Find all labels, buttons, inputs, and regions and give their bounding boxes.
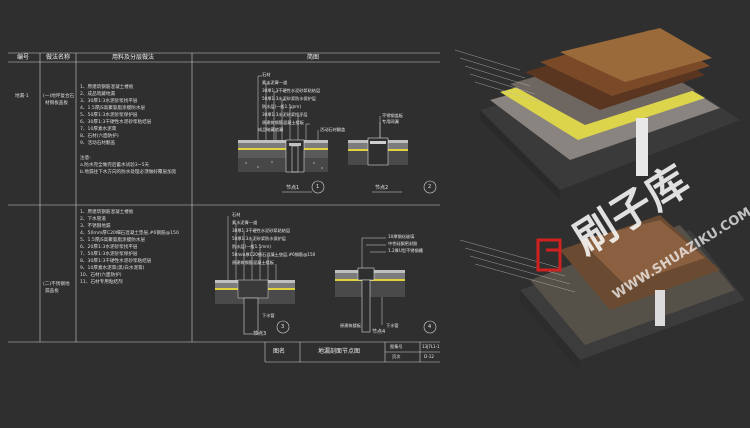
diagram-label: 50厚1:3水泥砂浆防水保护层 [232,236,286,241]
diagram-label: 防水层(一般1.5mm) [262,104,302,109]
note-item: b.地漏往下水方向的防水处理必须做好覆层加宽 [80,170,177,175]
layer-item: 1、原建筑钢筋混凝土楼板 [80,210,134,215]
diagram-label: 防水层(一般1.5mm) [232,244,272,249]
diagram-label: 50厚1:3水泥砂浆防水保护层 [262,96,316,101]
layer-item: 7、50厚1:3水泥砂浆保护层 [80,252,138,257]
row1-code: 地漏-1 [15,94,29,99]
layer-item: 9、10厚素水泥膏(黑/白水泥膏) [80,266,145,271]
layer-item: 5、1.5厚JS高聚氨脂涂膜防水层 [80,238,146,243]
diagram-label: 中性硅酮密封胶 [388,241,418,246]
node3-number: 3 [281,324,285,330]
row1-name-line1: (一)地坪复合石 [43,94,75,99]
header-code: 编号 [17,54,30,61]
diagram-label: 30厚1:3干硬性水泥砂浆粘结层 [232,228,291,233]
diagram-label: 原建筑钢筋混凝土楼板 [232,260,274,265]
node3-caption: 节点3 [253,331,267,337]
node2-number: 2 [428,184,432,190]
diagram1-net-label: 专用网漏 [382,119,399,124]
row1-name-line2: 材钢板盖板 [45,101,68,106]
diagram2-drain-label: 下水管 [386,323,399,328]
layer-item: 3、不锈钢地漏 [80,224,111,229]
layer-item: 2、成品暗藏地漏 [80,92,116,97]
diagram-label: 30厚1:3水泥砂浆找平层 [262,112,308,117]
layer-item: 4、50mm厚C20细石混凝土垫层,#6钢筋@150 [80,231,179,236]
layer-item: 4、1.5厚JS高聚氨脂涂膜防水层 [80,106,146,111]
layer-item: 10、石材(六面防护) [80,273,122,278]
node1-number: 1 [316,184,320,190]
diagram-label: 30厚1:3干硬性水泥砂浆粘结层 [262,88,321,93]
diagram-label: 原建筑钢筋混凝土楼板 [262,120,304,125]
diagram-label: 素水泥膏一道 [262,80,288,85]
header-name: 做法名称 [46,54,71,61]
diagram1-drain-label: 成品暗藏地漏 [258,127,284,132]
titleblock-name-label: 图名 [273,348,286,355]
header-sketch: 简图 [307,54,320,61]
row2-name-line2: 漏盖板 [45,289,59,294]
diagram-label: 石材 [262,72,271,77]
layer-item: 6、30厚1:3干硬性水泥砂浆粘结层 [80,120,152,125]
header-layers: 用料及分层做法 [112,54,155,61]
note-item: 注意: [80,156,91,161]
layer-item: 1、原建筑钢筋混凝土楼板 [80,85,134,90]
titleblock-page-value: D-12 [424,354,435,359]
layer-item: 3、30厚1:3水泥砂浆找平层 [80,99,138,104]
diagram2-pipe-label: 下水管 [262,313,275,318]
layer-item: 11、石材专用粘结剂 [80,280,123,285]
note-item: a.防水完全做完后蓄水试验3~5天 [80,163,150,168]
diagram-label: 50mm厚C20细石混凝土垫层,#6钢筋@150 [232,252,316,257]
layer-item: 9、活动石材翻盖 [80,141,116,146]
node1-caption: 节点1 [286,185,300,191]
node4-number: 4 [428,324,432,330]
diagram-label: 素水泥膏一道 [232,220,258,225]
layer-item: 2、下水管道 [80,217,106,222]
diagram-label: 1.2厚U型不锈钢槽 [388,248,423,253]
diagram2-slab-label: 原建筑楼板 [340,323,361,328]
diagram1-cover-label: 活动石材翻盖 [320,127,346,132]
node4-caption: 节点4 [372,329,386,335]
layer-item: 8、30厚1:3干硬性水泥砂浆粘结层 [80,259,152,264]
layer-item: 6、20厚1:3水泥砂浆找平层 [80,245,138,250]
titleblock-name-value: 地漏剖面节点图 [318,348,361,355]
node2-caption: 节点2 [375,185,389,191]
layer-item: 5、50厚1:3水泥砂浆保护层 [80,113,138,118]
diagram-label: 10厚钢化玻璃 [388,234,415,239]
layer-item: 7、10厚素水泥膏 [80,127,117,132]
layer-item: 8、石材(六面防护) [80,134,119,139]
titleblock-page-label: 页次 [392,354,401,359]
titleblock-code-label: 图集号 [390,344,403,349]
diagram1-steel-label: 不锈钢盖板 [382,113,403,118]
diagram-label: 石材 [232,212,241,217]
titleblock-code-value: 13J7L1-1 [422,344,440,349]
row2-name-line1: (二)不锈钢地 [43,282,70,287]
